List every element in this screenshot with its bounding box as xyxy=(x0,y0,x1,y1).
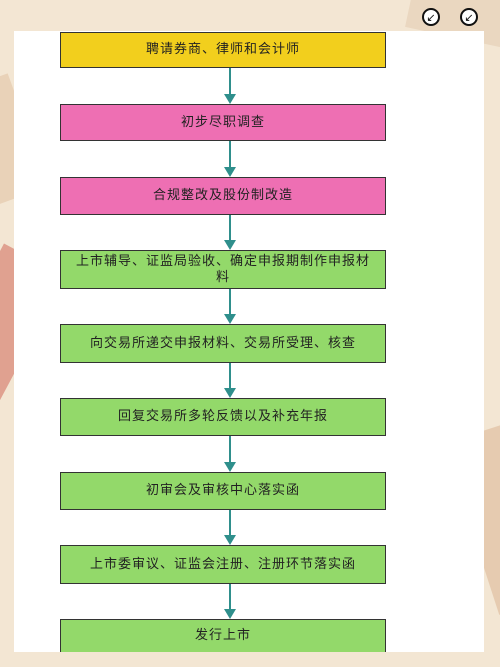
flow-step-3: 合规整改及股份制改造 xyxy=(60,177,386,215)
flow-step-6: 回复交易所多轮反馈以及补充年报 xyxy=(60,398,386,436)
collapse-icon[interactable]: ↙ xyxy=(460,8,478,26)
flow-step-8: 上市委审议、证监会注册、注册环节落实函 xyxy=(60,545,386,584)
flowchart-card: 聘请券商、律师和会计师 初步尽职调查 合规整改及股份制改造 上市辅导、证监局验收… xyxy=(14,31,484,652)
flow-step-4: 上市辅导、证监局验收、确定申报期制作申报材料 xyxy=(60,250,386,289)
flow-step-9: 发行上市 xyxy=(60,619,386,652)
collapse-icon[interactable]: ↙ xyxy=(422,8,440,26)
corner-icons: ↙ ↙ xyxy=(422,8,478,26)
flow-step-7: 初审会及审核中心落实函 xyxy=(60,472,386,510)
flow-step-1: 聘请券商、律师和会计师 xyxy=(60,32,386,68)
flow-step-2: 初步尽职调查 xyxy=(60,104,386,141)
flow-step-5: 向交易所递交申报材料、交易所受理、核查 xyxy=(60,324,386,363)
